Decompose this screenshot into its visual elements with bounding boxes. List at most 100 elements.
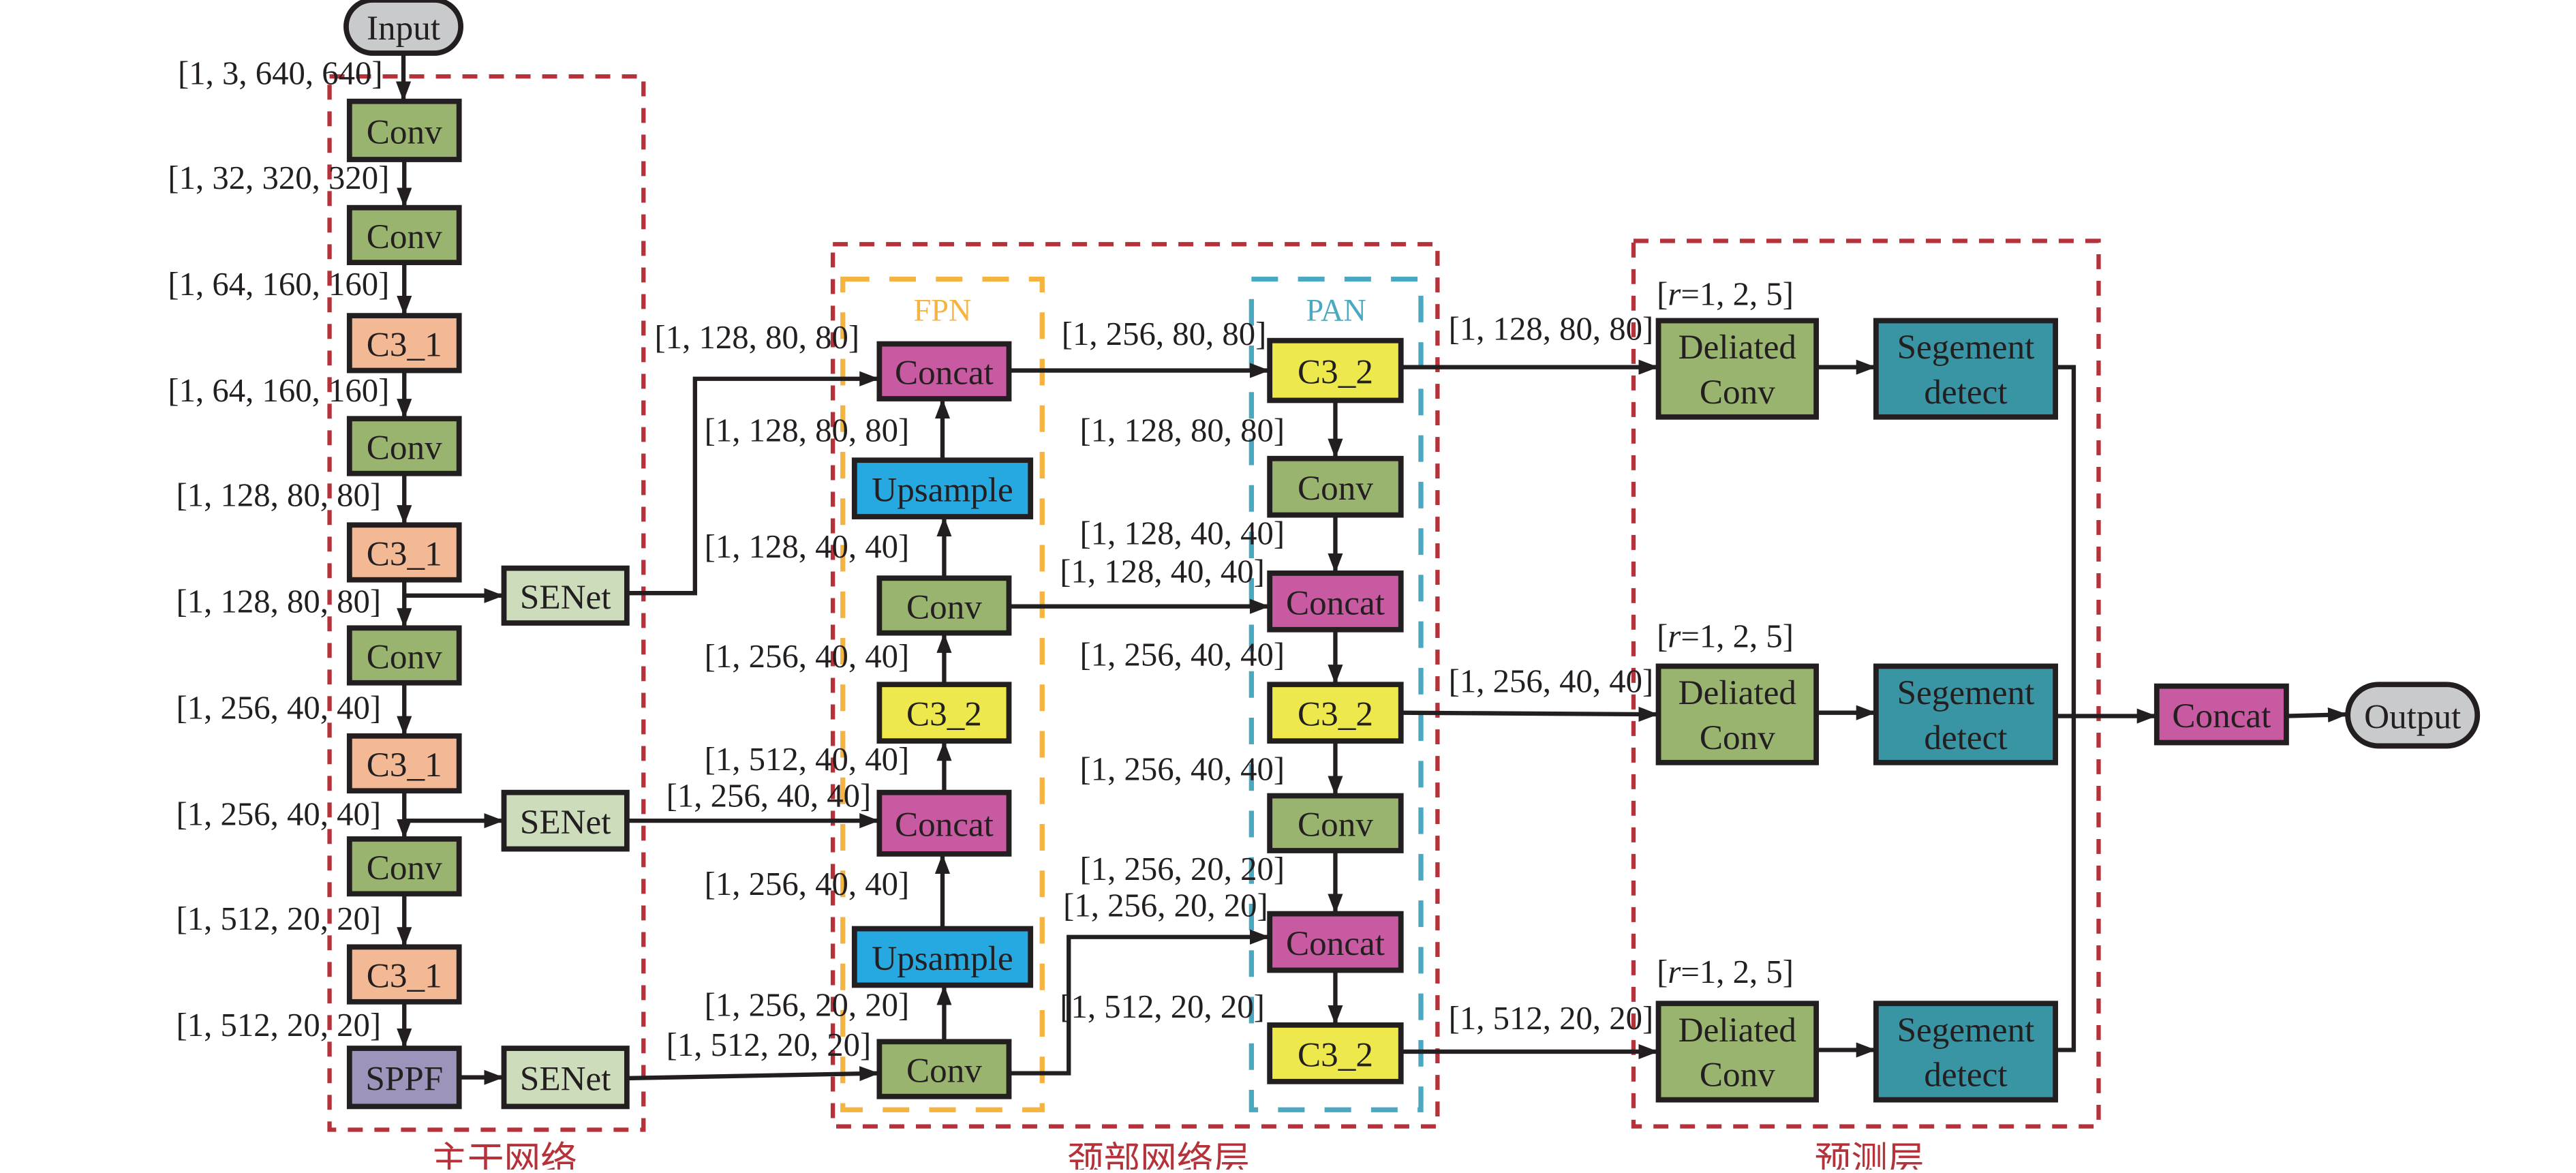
head-group — [1631, 239, 2101, 1129]
dilated-conv-1-shape — [1655, 318, 1820, 420]
tensor-shape-fpn-conv2-side-in: [1, 512, 20, 20] — [1060, 988, 1265, 1025]
backbone-c3-1-a: C3_1 — [346, 313, 462, 374]
tensor-shape-head-in1: [1, 128, 80, 80] — [1449, 311, 1654, 348]
output-node: Output — [2345, 682, 2481, 749]
pan-c3-2-a-label: C3_2 — [1298, 353, 1373, 392]
input-node: Input — [343, 0, 464, 56]
dilation-bracket: [ — [1657, 954, 1668, 990]
tensor-shape-fpn-conv2-out: [1, 256, 20, 20] — [705, 987, 910, 1024]
pan-concat-1-shape — [1267, 570, 1404, 633]
edge-concat-output — [2286, 707, 2348, 722]
pan-c3-2-c-label: C3_2 — [1298, 1035, 1373, 1074]
senet-3-shape — [501, 1046, 630, 1110]
pan-concat-2-label: Concat — [1286, 924, 1385, 963]
edge-senet3-fpn-conv2 — [626, 1066, 880, 1082]
dilated-conv-2-label-line-2: Conv — [1700, 718, 1775, 757]
tensor-shape-bb-conv1-out: [1, 32, 320, 320] — [168, 159, 389, 196]
neck-group-title: 颈部网络层 — [1067, 1138, 1250, 1170]
backbone-c3-1-b-shape — [346, 522, 462, 583]
fpn-c3-2: C3_2 — [876, 682, 1012, 744]
fpn-conv-2: Conv — [876, 1039, 1012, 1099]
tensor-shape-pan-c3a-down: [1, 128, 80, 80] — [1080, 412, 1285, 448]
tensor-shape-head-in2: [1, 256, 40, 40] — [1449, 662, 1654, 699]
backbone-c3-1-a-label: C3_1 — [367, 325, 442, 364]
backbone-group — [327, 74, 646, 1132]
pan-conv-1-shape — [1267, 455, 1404, 518]
senet-2: SENet — [501, 789, 630, 852]
senet-2-label: SENet — [520, 803, 611, 842]
segment-detect-2-label-line-1: Segement — [1897, 673, 2035, 712]
segment-detect-2-label-line-2: detect — [1924, 718, 2007, 757]
senet-3-label: SENet — [520, 1060, 611, 1099]
pan-conv-2-shape — [1267, 793, 1404, 853]
segment-detect-2: Segement detect — [1873, 663, 2059, 765]
fpn-upsample-2-label: Upsample — [872, 939, 1013, 978]
final-concat: Concat — [2153, 683, 2289, 746]
output-node-shape — [2345, 682, 2481, 749]
tensor-shape-bb-conv4-out: [1, 256, 40, 40] — [177, 689, 382, 726]
fpn-concat-1-label: Concat — [895, 354, 994, 393]
backbone-conv-5: Conv — [346, 836, 462, 897]
fpn-upsample-2-shape — [851, 926, 1034, 988]
dilated-conv-3-label-line-2: Conv — [1700, 1056, 1775, 1095]
tensor-shape-pan-c3b-down: [1, 256, 40, 40] — [1080, 751, 1285, 788]
backbone-c3-1-c-shape — [346, 733, 462, 794]
fpn-conv-1: Conv — [876, 575, 1012, 636]
backbone-conv-5-label: Conv — [367, 849, 442, 887]
tensor-shape-fpn-conv2-side: [1, 256, 20, 20] — [1063, 887, 1268, 924]
fpn-c3-2-label: C3_2 — [906, 695, 982, 734]
dilation-values: =1, 2, 5] — [1681, 954, 1794, 990]
edge-seg-bus — [2055, 365, 2076, 1052]
fpn-group-title: FPN — [914, 293, 972, 328]
backbone-c3-1-b-label: C3_1 — [367, 534, 442, 573]
backbone-conv-1-label: Conv — [367, 112, 442, 151]
tensor-shape-fpn-conv1-out: [1, 128, 40, 40] — [705, 528, 910, 565]
backbone-conv-4: Conv — [346, 625, 462, 686]
pan-conv-1-label: Conv — [1298, 469, 1373, 508]
backbone-conv-4-shape — [346, 625, 462, 686]
tensor-shape-senet3-out: [1, 512, 20, 20] — [666, 1026, 872, 1063]
input-node-label: Input — [367, 9, 440, 48]
backbone-c3-1-d: C3_1 — [346, 944, 462, 1005]
pan-c3-2-b-label: C3_2 — [1298, 695, 1373, 734]
fpn-upsample-2: Upsample — [851, 926, 1034, 988]
fpn-upsample-1-label: Upsample — [872, 471, 1013, 510]
senet-3: SENet — [501, 1046, 630, 1110]
dilation-rate-label-1: [r=1, 2, 5] — [1657, 275, 1794, 312]
senet-1-shape — [501, 565, 630, 626]
tensor-shape-bb-in: [1, 3, 640, 640] — [178, 55, 383, 91]
backbone-conv-3: Conv — [346, 416, 462, 476]
dilation-variable: r — [1668, 275, 1681, 312]
final-concat-label: Concat — [2172, 697, 2271, 735]
tensor-shape-bb-conv3-out: [1, 128, 80, 80] — [177, 476, 382, 513]
backbone-conv-1-shape — [346, 98, 462, 162]
fpn-conv-1-label: Conv — [906, 588, 982, 626]
segment-detect-3-label-line-2: detect — [1924, 1056, 2007, 1095]
shape-labels: [1, 3, 640, 640][1, 32, 320, 320][1, 64,… — [168, 55, 1794, 1063]
fpn-conv-2-shape — [876, 1039, 1012, 1099]
fpn-group — [840, 276, 1045, 1112]
pan-conv-2-label: Conv — [1298, 806, 1373, 844]
dilation-bracket: [ — [1657, 618, 1668, 655]
pan-group-title: PAN — [1306, 293, 1366, 328]
fpn-upsample-1: Upsample — [851, 457, 1034, 519]
tensor-shape-senet2-out: [1, 256, 40, 40] — [666, 778, 872, 814]
senet-1: SENet — [501, 565, 630, 626]
tensor-shape-head-in3: [1, 512, 20, 20] — [1449, 1000, 1654, 1037]
pan-c3-2-c: C3_2 — [1267, 1022, 1404, 1084]
tensor-shape-fpn-conv1-side: [1, 128, 40, 40] — [1060, 553, 1265, 590]
dilation-values: =1, 2, 5] — [1681, 618, 1794, 655]
backbone-conv-4-label: Conv — [367, 638, 442, 677]
pan-c3-2-c-shape — [1267, 1022, 1404, 1084]
fpn-upsample-1-shape — [851, 457, 1034, 519]
backbone-sppf-shape — [346, 1046, 462, 1110]
edge-pan-head-2 — [1400, 706, 1659, 722]
tensor-shape-pan-conv2-out: [1, 256, 20, 20] — [1080, 851, 1285, 887]
nodes: InputConvConvC3_1ConvC3_1ConvC3_1ConvC3_… — [343, 0, 2481, 1110]
backbone-sppf-label: SPPF — [365, 1060, 443, 1099]
backbone-conv-5-shape — [346, 836, 462, 897]
tensor-shape-bb-c3c-out: [1, 256, 40, 40] — [177, 795, 382, 832]
head-group-title: 预测层 — [1815, 1138, 1925, 1170]
